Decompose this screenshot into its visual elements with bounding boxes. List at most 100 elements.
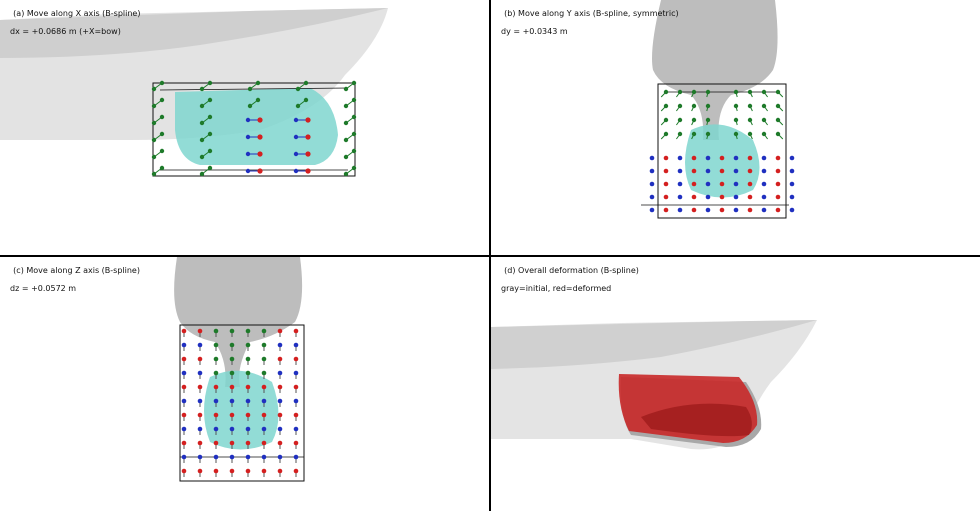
control-point xyxy=(213,454,219,460)
control-point xyxy=(197,384,203,390)
control-point xyxy=(245,384,251,390)
control-point xyxy=(705,207,711,213)
control-point xyxy=(293,454,299,460)
control-point xyxy=(197,356,203,362)
control-point xyxy=(293,468,299,474)
control-point xyxy=(293,412,299,418)
control-point xyxy=(199,103,205,109)
control-point xyxy=(207,148,213,154)
control-point xyxy=(733,181,739,187)
control-point xyxy=(255,97,261,103)
control-point xyxy=(199,86,205,92)
control-point xyxy=(229,440,235,446)
control-point xyxy=(151,103,157,109)
control-point xyxy=(255,80,261,86)
control-point xyxy=(761,181,767,187)
control-point xyxy=(245,440,251,446)
control-point xyxy=(705,89,711,95)
control-point xyxy=(245,356,251,362)
control-point xyxy=(213,398,219,404)
control-point xyxy=(761,194,767,200)
control-point xyxy=(197,454,203,460)
control-point xyxy=(245,342,251,348)
control-point xyxy=(691,194,697,200)
control-point xyxy=(775,181,781,187)
scene-b xyxy=(641,0,795,219)
control-point xyxy=(677,194,683,200)
viewport-z-move[interactable]: (c) Move along Z axis (B-spline) dz = +0… xyxy=(0,257,489,511)
control-point xyxy=(181,468,187,474)
control-point xyxy=(343,103,349,109)
control-point xyxy=(691,89,697,95)
control-point xyxy=(261,370,267,376)
control-point xyxy=(305,134,311,140)
control-point xyxy=(151,137,157,143)
panel-a-caption: (a) Move along X axis (B-spline) dx = +0… xyxy=(3,0,140,54)
control-point xyxy=(705,117,711,123)
control-point xyxy=(245,370,251,376)
control-point xyxy=(663,89,669,95)
control-point xyxy=(197,328,203,334)
control-point xyxy=(245,134,251,140)
control-point xyxy=(207,80,213,86)
control-point xyxy=(761,89,767,95)
bulb-deformed-shade xyxy=(641,403,752,437)
control-point xyxy=(293,151,299,157)
panel-a-subtitle: dx = +0.0686 m (+X=bow) xyxy=(10,27,121,36)
control-point xyxy=(691,155,697,161)
control-point xyxy=(213,370,219,376)
panel-d-subtitle: gray=initial, red=deformed xyxy=(501,284,612,293)
control-point xyxy=(663,181,669,187)
control-point xyxy=(705,168,711,174)
control-point xyxy=(151,86,157,92)
control-point xyxy=(261,328,267,334)
control-point xyxy=(207,114,213,120)
control-point xyxy=(733,89,739,95)
control-point xyxy=(761,155,767,161)
control-point xyxy=(213,412,219,418)
control-point xyxy=(229,356,235,362)
control-point xyxy=(761,117,767,123)
control-point xyxy=(229,426,235,432)
viewport-divider-horizontal xyxy=(0,255,980,257)
viewport-y-move[interactable]: (b) Move along Y axis (B-spline, symmetr… xyxy=(491,0,980,255)
control-point xyxy=(213,426,219,432)
control-point xyxy=(197,342,203,348)
control-point xyxy=(261,440,267,446)
control-point xyxy=(747,181,753,187)
hull-top-band xyxy=(491,320,817,369)
control-point xyxy=(351,131,357,137)
control-point xyxy=(343,120,349,126)
control-point xyxy=(207,131,213,137)
control-point xyxy=(775,89,781,95)
control-point xyxy=(245,398,251,404)
control-point xyxy=(761,207,767,213)
control-point xyxy=(343,154,349,160)
control-point xyxy=(277,454,283,460)
viewport-x-move[interactable]: (a) Move along X axis (B-spline) dx = +0… xyxy=(0,0,489,255)
control-point xyxy=(747,103,753,109)
control-point xyxy=(649,194,655,200)
control-point xyxy=(677,117,683,123)
scene-c xyxy=(174,257,305,482)
control-point xyxy=(343,171,349,177)
control-point xyxy=(747,194,753,200)
control-point xyxy=(159,114,165,120)
control-point xyxy=(775,103,781,109)
control-point xyxy=(293,117,299,123)
control-point xyxy=(719,155,725,161)
control-point xyxy=(293,384,299,390)
panel-c-caption: (c) Move along Z axis (B-spline) dz = +0… xyxy=(3,257,140,311)
control-point xyxy=(747,89,753,95)
control-point xyxy=(277,440,283,446)
control-point xyxy=(305,117,311,123)
control-point xyxy=(257,134,263,140)
control-point xyxy=(213,468,219,474)
control-point xyxy=(649,155,655,161)
viewport-overall[interactable]: (d) Overall deformation (B-spline) gray=… xyxy=(491,257,980,511)
bulb-front xyxy=(685,124,760,198)
control-point xyxy=(151,171,157,177)
ffd-lattice-box xyxy=(179,324,305,482)
panel-b-subtitle: dy = +0.0343 m xyxy=(501,27,568,36)
control-point xyxy=(295,103,301,109)
